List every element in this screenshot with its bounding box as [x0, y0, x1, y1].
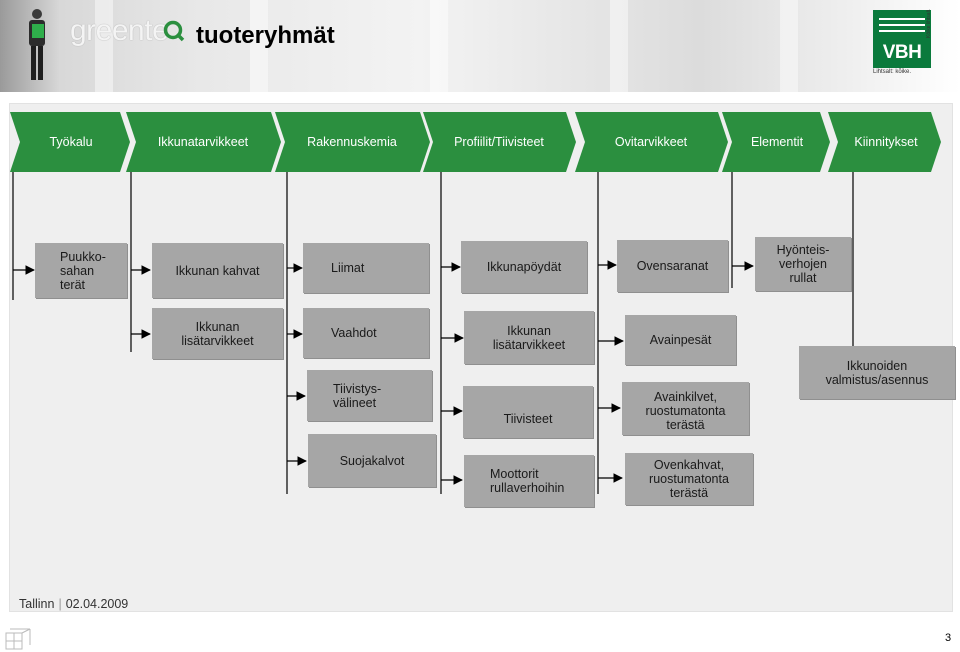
- subitem-ikkunan-lisatarvikkeet-2: Ikkunan lisätarvikkeet: [464, 311, 594, 364]
- subitem-moottorit: Moottorit rullaverhoihin: [464, 455, 594, 507]
- subitem-suojakalvot: Suojakalvot: [308, 434, 436, 487]
- vbh-tagline: Lihtsalt: kõike.: [873, 69, 912, 75]
- subitem-puukkosahan: Puukko- sahan terät: [35, 243, 127, 298]
- subitem-hyonteisverhojen-rullat: Hyönteis- verhojen rullat: [755, 237, 851, 291]
- category-label-profiilit: Profiilit/Tiivisteet: [454, 135, 544, 149]
- vbh-logo-text: VBH: [882, 42, 922, 63]
- banner-stripe: [250, 0, 268, 92]
- greenteq-q-icon: [163, 20, 185, 42]
- category-label-tyokalu: Työkalu: [49, 135, 93, 149]
- person-image: [29, 9, 45, 80]
- page-number: 3: [945, 632, 952, 644]
- chevron-tyokalu: [10, 112, 130, 172]
- banner-stripe: [780, 0, 798, 92]
- subitem-tiivistysvalineet: Tiivistys- välineet: [307, 370, 432, 421]
- footer-location: Tallinn: [19, 597, 55, 611]
- chevron-kiinnitykset: [828, 112, 941, 172]
- category-label-rakennuskemia: Rakennuskemia: [307, 135, 397, 149]
- chevron-rakennuskemia: [275, 112, 430, 172]
- footer-date: 02.04.2009: [65, 597, 129, 611]
- greenteq-logo: greente: [70, 14, 169, 47]
- subitem-avainkilvet: Avainkilvet, ruostumatonta terästä: [622, 382, 749, 435]
- chevron-ovitarvikkeet: [575, 112, 728, 172]
- subitem-avainpesat: Avainpesät: [625, 315, 736, 365]
- subitem-tiivisteet: Tiivisteet: [463, 386, 593, 438]
- subitem-ikkunan-kahvat: Ikkunan kahvat: [152, 243, 283, 298]
- category-label-elementit: Elementit: [750, 135, 804, 149]
- vbh-logo: VBH Lihtsalt: kõike. Kõike lihtsalt.: [873, 9, 945, 78]
- banner-stripe: [95, 0, 113, 92]
- category-label-ovitarvikkeet: Ovitarvikkeet: [614, 135, 688, 149]
- subitem-ikkunapoydat: Ikkunapöydät: [461, 241, 587, 293]
- subitem-ikkunoiden-valmistus: Ikkunoiden valmistus/asennus: [799, 346, 955, 399]
- subitem-ovensaranat: Ovensaranat: [617, 240, 728, 292]
- footer-separator: |: [58, 597, 62, 611]
- chevron-profiilit: [423, 112, 576, 172]
- subitem-ikkunan-lisatarvikkeet-1: Ikkunan lisätarvikkeet: [152, 308, 283, 359]
- banner-stripe: [610, 0, 628, 92]
- category-label-ikkunatarvikkeet: Ikkunatarvikkeet: [157, 135, 249, 149]
- subitem-liimat: Liimat: [303, 243, 429, 293]
- footer-location-date: Tallinn|02.04.2009: [19, 597, 128, 611]
- page-title: tuoteryhmät: [196, 22, 335, 49]
- banner-stripe: [430, 0, 448, 92]
- subitem-ovenkahvat: Ovenkahvat, ruostumatonta terästä: [625, 453, 753, 505]
- category-label-kiinnitykset: Kiinnitykset: [854, 135, 918, 149]
- subitem-vaahdot: Vaahdot: [303, 308, 429, 358]
- chevron-ikkunatarvikkeet: [126, 112, 281, 172]
- footer-grid-logo-icon: [5, 628, 31, 650]
- chevron-elementit: [722, 112, 830, 172]
- header-banner: greente tuoteryhmät VBH Lihtsalt: kõike.…: [0, 0, 960, 92]
